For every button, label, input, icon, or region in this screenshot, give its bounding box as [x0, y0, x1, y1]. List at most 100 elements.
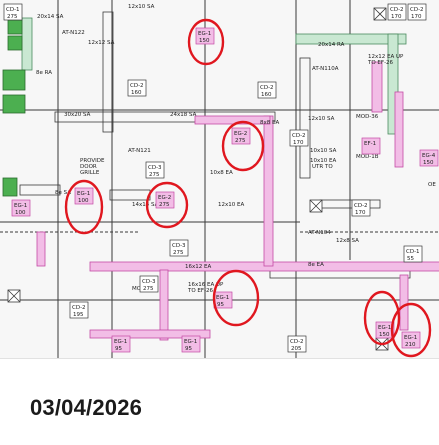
highlight-circles [64, 18, 432, 358]
duct-label: 24x18 SA [170, 112, 197, 118]
eg-tag-code: EG-1 [216, 295, 229, 301]
highlight-circle [187, 18, 225, 66]
duct-label: 12x10 EA [218, 202, 244, 208]
duct-label: 20x14 RA [318, 42, 345, 48]
eg-tag: EG-195 [111, 335, 131, 353]
cd-tag-code: CD-3 [148, 165, 162, 171]
cd-tag-cfm: 170 [355, 210, 366, 216]
duct-label: 12x10 SA [308, 116, 335, 122]
eg-tag-box [74, 187, 94, 205]
footer: 03/04/2026 [0, 359, 439, 445]
eg-tag-cfm: 210 [405, 342, 416, 348]
duct-label: 12x10 SA [128, 4, 155, 10]
duct-label: UTR TO [312, 164, 333, 170]
duct-label: MOD-1B [356, 154, 379, 160]
eg-tag-box [181, 335, 201, 353]
eg-tag-code: EF-1 [364, 141, 376, 147]
duct-label: MOD-36 [356, 114, 379, 120]
duct-label: 10x10 SA [310, 148, 337, 154]
highlight-circle [390, 302, 432, 358]
duct-label: 30x20 SA [64, 112, 91, 118]
cd-tag-code: CD-3 [172, 243, 186, 249]
cd-tag-cfm: 170 [411, 14, 422, 20]
cd-tag-cfm: 170 [293, 140, 304, 146]
eg-tag-box [375, 321, 395, 339]
eg-tags: EG-1150EG-2275EG-2275EG-1100EG-1100EG-19… [11, 27, 439, 353]
cd-tag-code: CD-2 [72, 305, 86, 311]
eg-tag-box [419, 149, 439, 167]
eg-tag-code: EG-1 [114, 339, 127, 345]
equipment-units [2, 19, 26, 197]
eg-tag-code: EG-2 [234, 131, 247, 137]
highlight-circle [221, 120, 265, 172]
eg-tag-code: EG-1 [77, 191, 90, 197]
eg-tag-code: EG-2 [158, 195, 171, 201]
cd-tag-cfm: 275 [143, 286, 154, 292]
eg-tag-code: EG-1 [404, 335, 417, 341]
cd-tag-box [145, 161, 165, 179]
eg-tag-cfm: 275 [235, 138, 246, 144]
eg-tag: EG-195 [213, 291, 233, 309]
cd-tag-box [387, 3, 407, 21]
duct-label: 12x12 EA UP [368, 54, 404, 60]
eg-tag-code: EG-1 [184, 339, 197, 345]
eg-tag-box [111, 335, 131, 353]
cd-tag-code: CD-2 [354, 203, 368, 209]
cd-tag-box [3, 3, 23, 21]
duct-label: 14x14 SA [132, 202, 159, 208]
cd-tag-code: CD-2 [410, 7, 424, 13]
cd-tag-box [169, 239, 189, 257]
eg-tag-box [11, 199, 31, 217]
duct-label: AT-N122 [62, 30, 85, 36]
cd-tag-code: CD-1 [406, 249, 420, 255]
eg-tag-cfm: 275 [159, 202, 170, 208]
cd-tag-box [69, 301, 89, 319]
diffuser-symbols [7, 7, 389, 351]
duct-label: 16x12 EA [185, 264, 211, 270]
cd-tag-code: CD-2 [390, 7, 404, 13]
eg-tag-cfm: 95 [217, 302, 224, 308]
eg-tag-cfm: 150 [423, 160, 434, 166]
cd-tag-cfm: 195 [73, 312, 84, 318]
eg-tag: EF-1 [361, 137, 381, 155]
eg-tag-cfm: 95 [185, 346, 192, 352]
cd-tag-code: CD-2 [290, 339, 304, 345]
cd-tag: CD-155 [403, 245, 423, 263]
duct-label: PROVIDE [80, 158, 105, 164]
eg-tag-cfm: 150 [379, 332, 390, 338]
duct-label: AT-N121 [128, 148, 151, 154]
eg-tag-code: EG-1 [378, 325, 391, 331]
duct-label: 8x8 EA [260, 120, 279, 126]
duct-label: DOOR [80, 164, 97, 170]
duct-label: 20x14 SA [37, 14, 64, 20]
cd-tag-box [257, 81, 277, 99]
cd-tags: CD-1275CD-2170CD-2170CD-2160CD-2160CD-32… [3, 3, 427, 353]
highlight-circle [212, 269, 260, 327]
exhaust-ducts [36, 61, 439, 341]
cd-tag-code: CD-2 [260, 85, 274, 91]
duct-label: 16x16 EA UP [188, 282, 224, 288]
duct-label: GRILLE [80, 170, 100, 176]
eg-tag-box [361, 137, 381, 155]
eg-tag-code: EG-1 [198, 31, 211, 37]
duct-label: 8e EA [308, 262, 324, 268]
cd-tag-cfm: 275 [149, 172, 160, 178]
duct-label: 12x12 SA [88, 40, 115, 46]
eg-tag-code: EG-1 [14, 203, 27, 209]
